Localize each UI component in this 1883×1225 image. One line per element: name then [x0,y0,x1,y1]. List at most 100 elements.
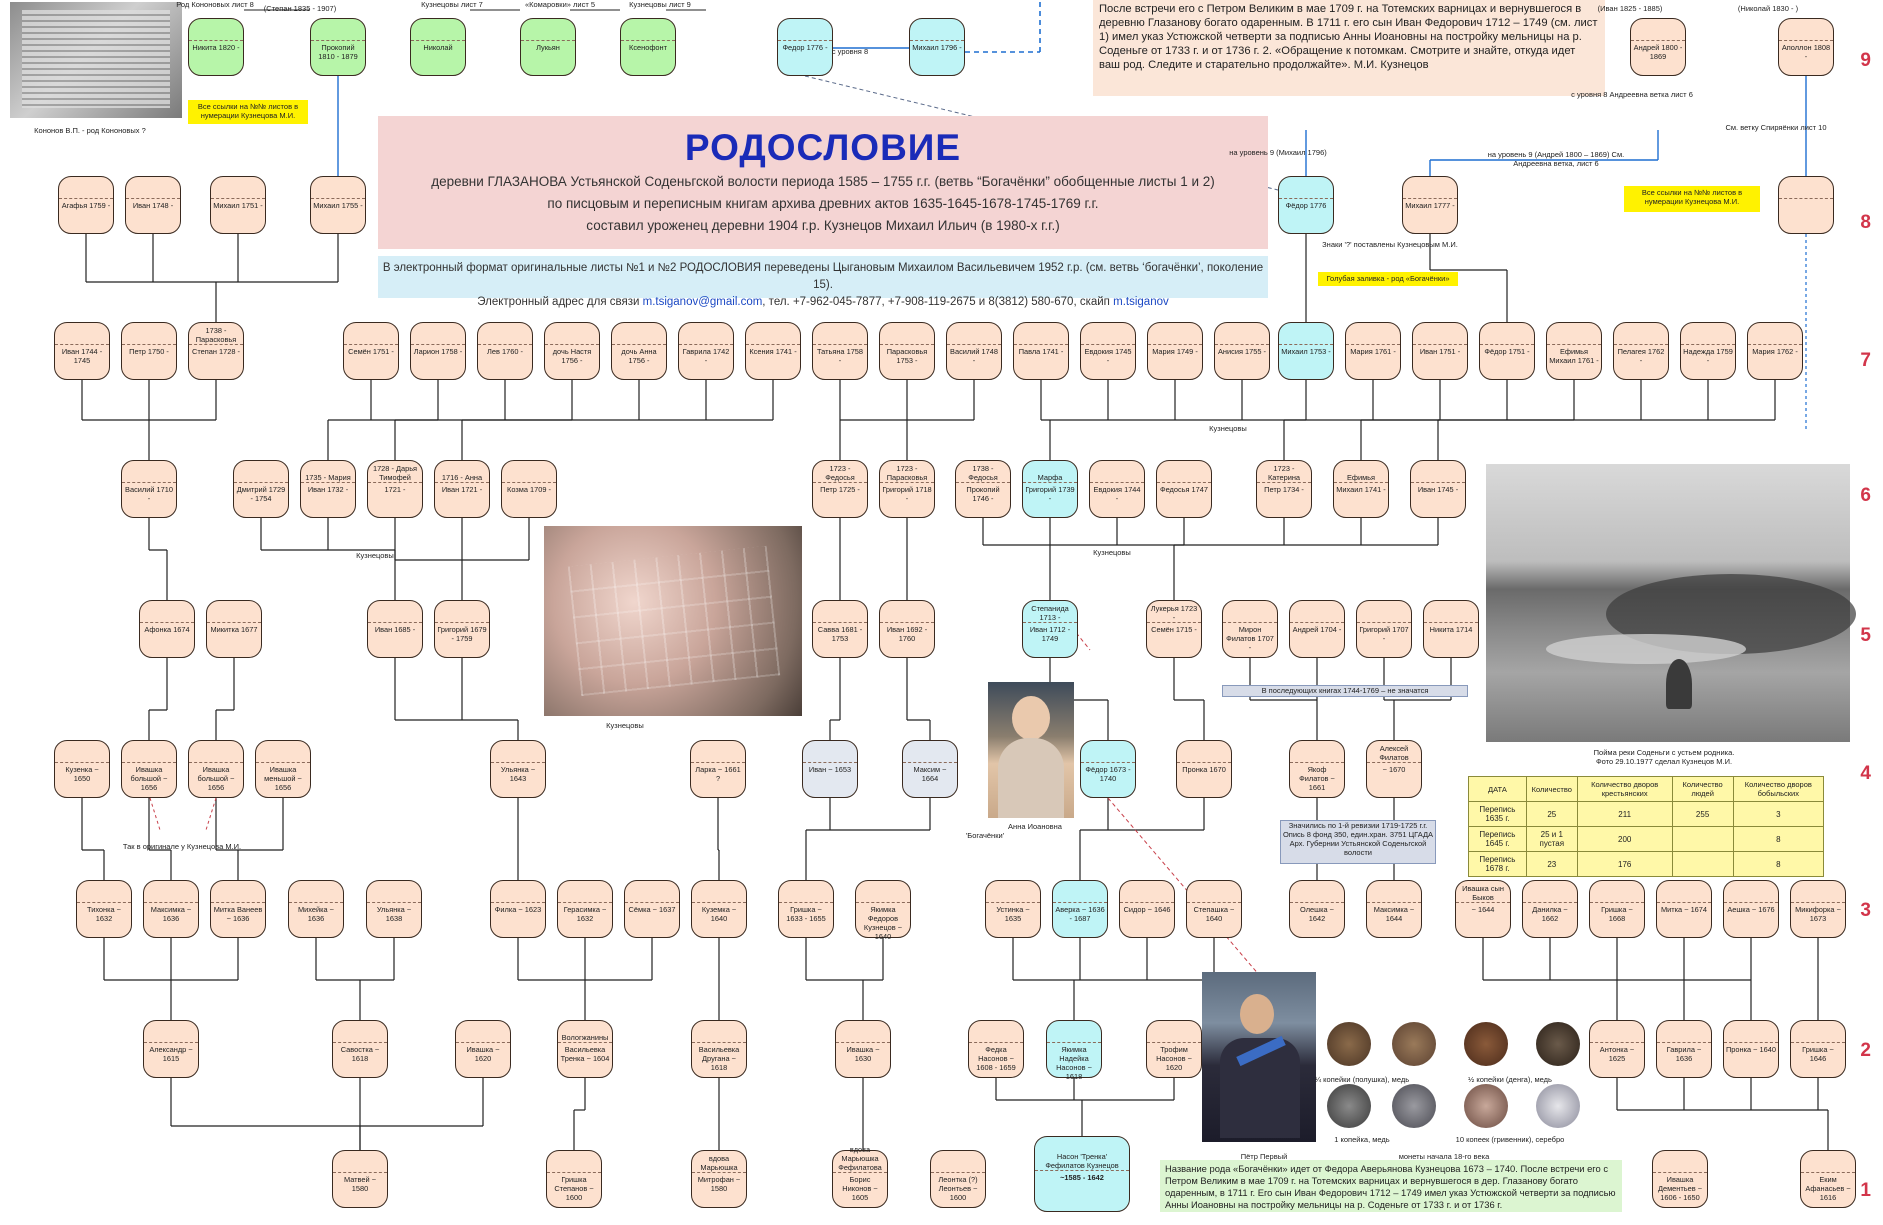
node-bottom-text: Петр 1734 - [1264,485,1304,494]
node-bottom-text: Иван 1712 - 1749 [1029,625,1071,643]
river-landscape-photo [1486,464,1856,742]
node-top-text [1367,881,1421,903]
person-node: Антонка ~ 1625 [1589,1020,1645,1078]
person-node: Филка ~ 1623 [490,880,546,938]
person-node: Гришка ~ 1668 [1589,880,1645,938]
node-top-text [211,881,265,903]
person-node: Ивашка ~ 1630 [835,1020,891,1078]
annotation-label: Пойма реки Соденьги с устьем родника. Фо… [1593,748,1735,766]
annotation-label: с уровня 8 [831,47,869,56]
person-node: Евдокия 1745 - [1080,322,1136,380]
node-bottom-text: Максимка ~ 1644 [1373,905,1415,923]
node-bottom-text: Мария 1761 - [1350,347,1396,356]
annotation-label: Знаки '?' поставлены Кузнецовым М.И. [1322,240,1458,249]
node-bottom-text: Иван 1692 - 1760 [886,625,928,643]
node-bottom-text: Прокопий 1810 - 1879 [318,43,358,61]
node-bottom-text: Филка ~ 1623 [494,905,542,914]
subtitle-line-3: составил уроженец деревни 1904 г.р. Кузн… [586,218,1060,233]
annotation-label: ½ копейки (денга), медь [1468,1075,1552,1084]
node-top-text [189,19,243,41]
node-bottom-text: Антонка ~ 1625 [1599,1045,1635,1063]
node-top-text [1279,323,1333,345]
yellow-note: Голубая заливка - род «Богачёнки» [1318,272,1458,286]
node-top-text [1081,323,1135,345]
node-bottom-text: Пронка ~ 1640 [1726,1045,1776,1054]
node-top-text [311,19,365,41]
annotation-label: Род Кононовых лист 8 [176,0,254,9]
node-bottom-text: Васильевка Другана ~ 1618 [698,1045,740,1072]
person-node: Ларка ~ 1661 ? [690,740,746,798]
person-node: Ивашка меньшой ~ 1656 [255,740,311,798]
node-top-text [1547,323,1601,345]
node-top-text [333,1151,387,1173]
person-node: Максимка ~ 1636 [143,880,199,938]
node-top-text [1657,881,1711,903]
annotation-label: (Иван 1825 - 1885) [1597,4,1663,13]
person-node: Гришка ~ 1633 - 1655 [778,880,834,938]
node-top-text [1187,881,1241,903]
node-bottom-text: Олешка ~ 1642 [1300,905,1334,923]
person-node: дочь Анна 1756 - [611,322,667,380]
email-link[interactable]: m.tsiganov@gmail.com [642,296,763,308]
node-top-text [1411,461,1465,483]
person-node: Пронка ~ 1640 [1723,1020,1779,1078]
person-node: Максимка ~ 1644 [1366,880,1422,938]
node-top-text [1590,1021,1644,1043]
node-bottom-text: Василий 1710 - [125,485,173,503]
node-bottom-text: Ивашка меньшой ~ 1656 [264,765,302,792]
node-bottom-text: Ивашка Дементьев ~ 1606 - 1650 [1657,1175,1703,1202]
person-node: Петр 1750 - [121,322,177,380]
person-node: Куземка ~ 1640 [691,880,747,938]
node-top-text [234,461,288,483]
person-node: Андрей 1800 - 1869 [1630,18,1686,76]
census-cell: Перепись 1635 г. [1468,801,1527,827]
annotation-label: монеты начала 18-го века [1398,1152,1490,1161]
node-top-text [1590,881,1644,903]
node-bottom-text: Федка Насонов ~ 1608 - 1659 [976,1045,1016,1072]
node-top-text [692,1021,746,1043]
node-bottom-text: Афонка 1674 [144,625,190,634]
node-top-text [1290,741,1344,763]
node-top-text [1081,741,1135,763]
level-number: 5 [1860,625,1871,646]
node-bottom-text [1779,199,1833,201]
census-header-cell: Количество людей [1671,776,1734,802]
node-bottom-text: Парасковья 1753 - [886,347,928,365]
person-node: Олешка ~ 1642 [1289,880,1345,938]
annotation-label: Кузнецовы [1093,548,1131,557]
person-node: Митка ~ 1674 [1656,880,1712,938]
node-top-text [1681,323,1735,345]
person-node: Мария 1762 - [1747,322,1803,380]
node-bottom-text: Иван 1732 - [307,485,349,494]
person-node: Аверка ~ 1636 - 1687 [1052,880,1108,938]
node-bottom-text: Максим ~ 1664 [913,765,947,783]
person-node: Василий 1748 - [946,322,1002,380]
person-node: Лукьян [520,18,576,76]
node-bottom-text: Аполлон 1808 - [1781,43,1831,61]
person-node: Матвей ~ 1580 [332,1150,388,1208]
skype-link[interactable]: m.tsiganov [1113,296,1169,308]
node-bottom-text: Гаврила 1742 - [682,347,730,365]
person-node: Дмитрий 1729 - 1754 [233,460,289,518]
person-node: Устинка ~ 1635 [985,880,1041,938]
contact-suffix: , тел. +7-962-045-7877, +7-908-119-2675 … [762,296,1110,308]
level-number: 6 [1860,485,1871,506]
node-bottom-text: Еким Афанасьев ~ 1616 [1805,1175,1851,1202]
person-node: Агафья 1759 - [58,176,114,234]
node-bottom-text: Якимка Федоров Кузнецов ~ 1640 [863,905,903,941]
person-node: Федосья 1747 [1156,460,1212,518]
node-bottom-text: Анисия 1755 - [1218,347,1266,356]
node-bottom-text: Борис Никонов ~ 1605 [842,1175,878,1202]
node-bottom-text: ~1585 - 1642 [1060,1173,1104,1182]
node-top-text [779,881,833,903]
node-bottom-text: Федор 1776 - [782,43,828,52]
person-node: Иван 1692 - 1760 [879,600,935,658]
person-node: Степашка ~ 1640 [1186,880,1242,938]
node-top-text [1413,323,1467,345]
node-top-text [903,741,957,763]
person-node: Лев 1760 - [477,322,533,380]
peter-the-great-portrait [1202,972,1316,1142]
annotation-label: Анна Иоановна [1008,822,1062,831]
